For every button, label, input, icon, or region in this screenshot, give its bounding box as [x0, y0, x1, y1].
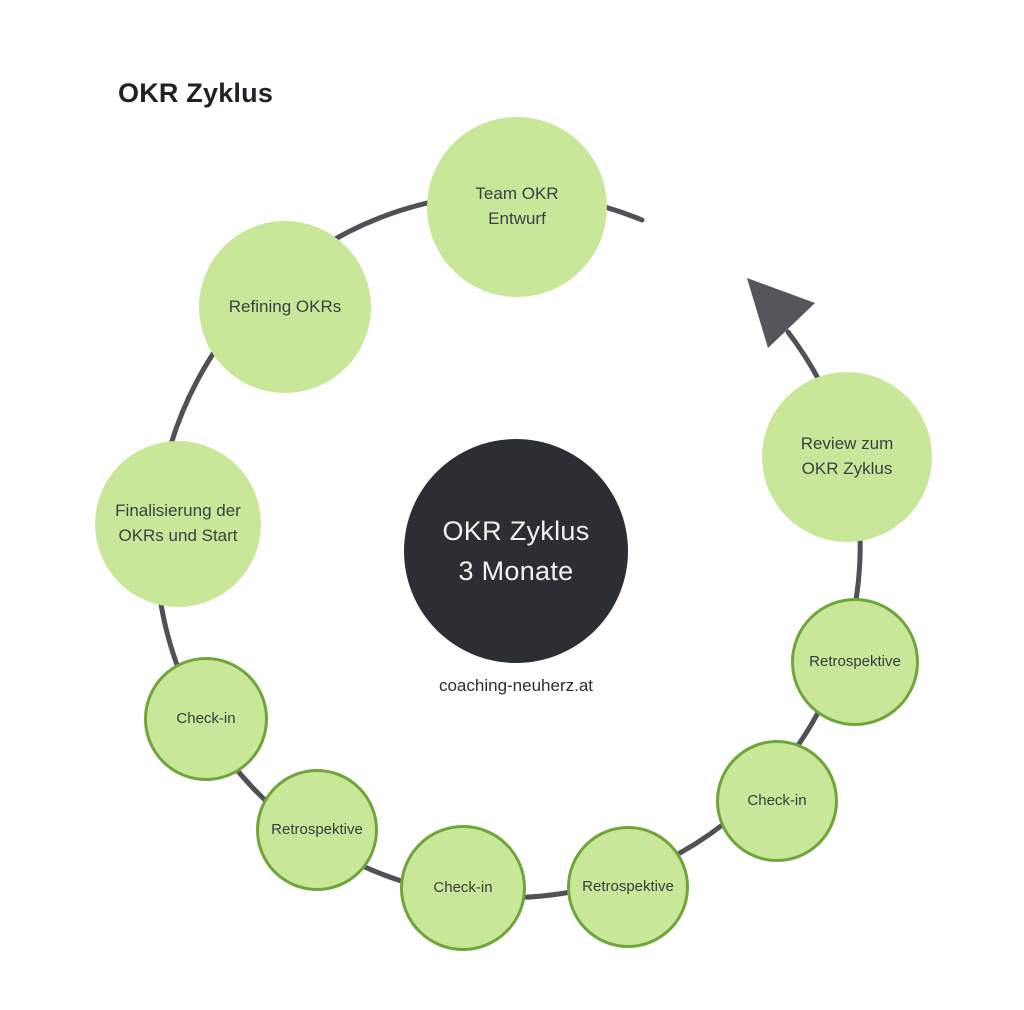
stage-label-line: Retrospektive: [582, 878, 674, 896]
stage-retrospektive-3: Retrospektive: [791, 598, 919, 726]
stage-review-zum-okr-zyklus: Review zum OKR Zyklus: [762, 372, 932, 542]
stage-label-line: OKRs und Start: [118, 526, 238, 545]
stage-check-in-1: Check-in: [144, 657, 268, 781]
stage-check-in-2: Check-in: [400, 825, 526, 951]
stage-finalisierung-der-okrs-und-start: Finalisierung der OKRs und Start: [95, 441, 261, 607]
center-label-line: OKR Zyklus: [442, 515, 590, 546]
stage-label-line: Check-in: [747, 792, 807, 810]
stage-team-okr-entwurf: Team OKR Entwurf: [427, 117, 607, 297]
stage-label-line: Retrospektive: [809, 653, 901, 671]
stage-label-line: Finalisierung der: [115, 501, 241, 521]
stage-label-line: Refining OKRs: [228, 296, 342, 316]
stage-label-line: Retrospektive: [271, 821, 363, 839]
stage-retrospektive-2: Retrospektive: [567, 826, 689, 948]
cycle-arrow-icon: [747, 278, 815, 348]
stage-label-line: Check-in: [433, 879, 493, 897]
diagram-title: OKR Zyklus: [118, 78, 274, 108]
stage-label-line: Team OKR: [475, 184, 559, 204]
stage-retrospektive-1: Retrospektive: [256, 769, 378, 891]
cycle-center-badge: OKR Zyklus 3 Monate: [404, 439, 628, 663]
stage-check-in-3: Check-in: [716, 740, 838, 862]
stage-label-line: Check-in: [176, 710, 236, 728]
center-label-line: 3 Monate: [458, 556, 574, 586]
website-credit: coaching-neuherz.at: [438, 676, 594, 695]
stage-refining-okrs: Refining OKRs: [199, 221, 371, 393]
stage-label-line: OKR Zyklus: [801, 459, 893, 478]
stage-label-line: Entwurf: [488, 209, 546, 228]
stage-label-line: Review zum: [800, 434, 894, 454]
